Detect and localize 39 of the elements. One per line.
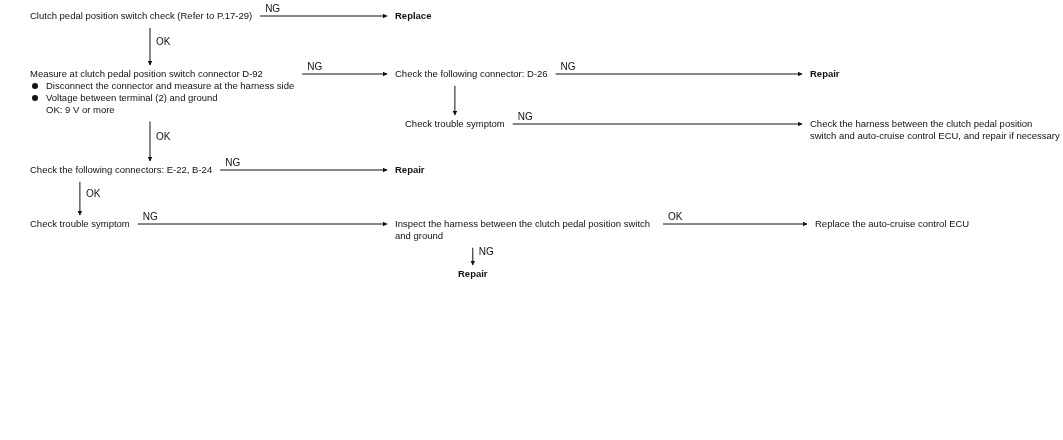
arrow <box>662 221 808 227</box>
edge-label: NG <box>516 111 534 122</box>
step-text: OK: 9 V or more <box>45 103 116 116</box>
action-text: Repair <box>810 68 840 80</box>
arrow <box>555 71 803 77</box>
step-text: Replace the auto-cruise control ECU <box>815 218 970 230</box>
step-text: Measure at clutch pedal position switch connector D-92 <box>30 68 264 80</box>
action-text: Replace <box>395 10 432 22</box>
arrow <box>147 27 153 66</box>
edge-label: NG <box>306 61 324 72</box>
arrow <box>219 167 388 173</box>
arrow <box>77 181 83 216</box>
arrow <box>147 121 153 162</box>
step-text: Check trouble symptom <box>405 118 505 130</box>
edge-label: OK <box>155 36 172 48</box>
edge-label: OK <box>667 211 684 222</box>
action-text: Repair <box>395 164 425 176</box>
edge-label: NG <box>224 157 242 168</box>
arrow <box>470 247 476 266</box>
arrow <box>259 13 388 19</box>
step-text: Clutch pedal position switch check (Refer to P.17-29) <box>30 10 253 22</box>
step-text: Check the harness between the clutch pedal position switch and auto-cruise control ECU, and repair if necessary <box>810 118 1060 142</box>
edge-label: NG <box>264 3 282 14</box>
arrow <box>452 85 458 116</box>
step-text: Check the following connectors: E-22, B-24 <box>30 164 213 176</box>
action-text: Repair <box>458 268 488 280</box>
arrow <box>301 71 388 77</box>
step-text: Disconnect the connector and measure at the harness side <box>46 79 295 91</box>
edge-label: OK <box>155 131 172 143</box>
edge-label: NG <box>477 246 495 258</box>
edge-label: OK <box>84 188 102 200</box>
edge-label: NG <box>559 61 577 72</box>
step-text: Check trouble symptom <box>30 218 130 230</box>
edge-label: NG <box>141 211 159 222</box>
arrow <box>512 121 803 127</box>
step-text: Inspect the harness between the clutch pedal position switch and ground <box>395 218 652 242</box>
step-text: Voltage between terminal (2) and ground <box>46 91 218 103</box>
step-text: Check the following connector: D-26 <box>395 68 548 80</box>
arrow <box>137 221 388 227</box>
